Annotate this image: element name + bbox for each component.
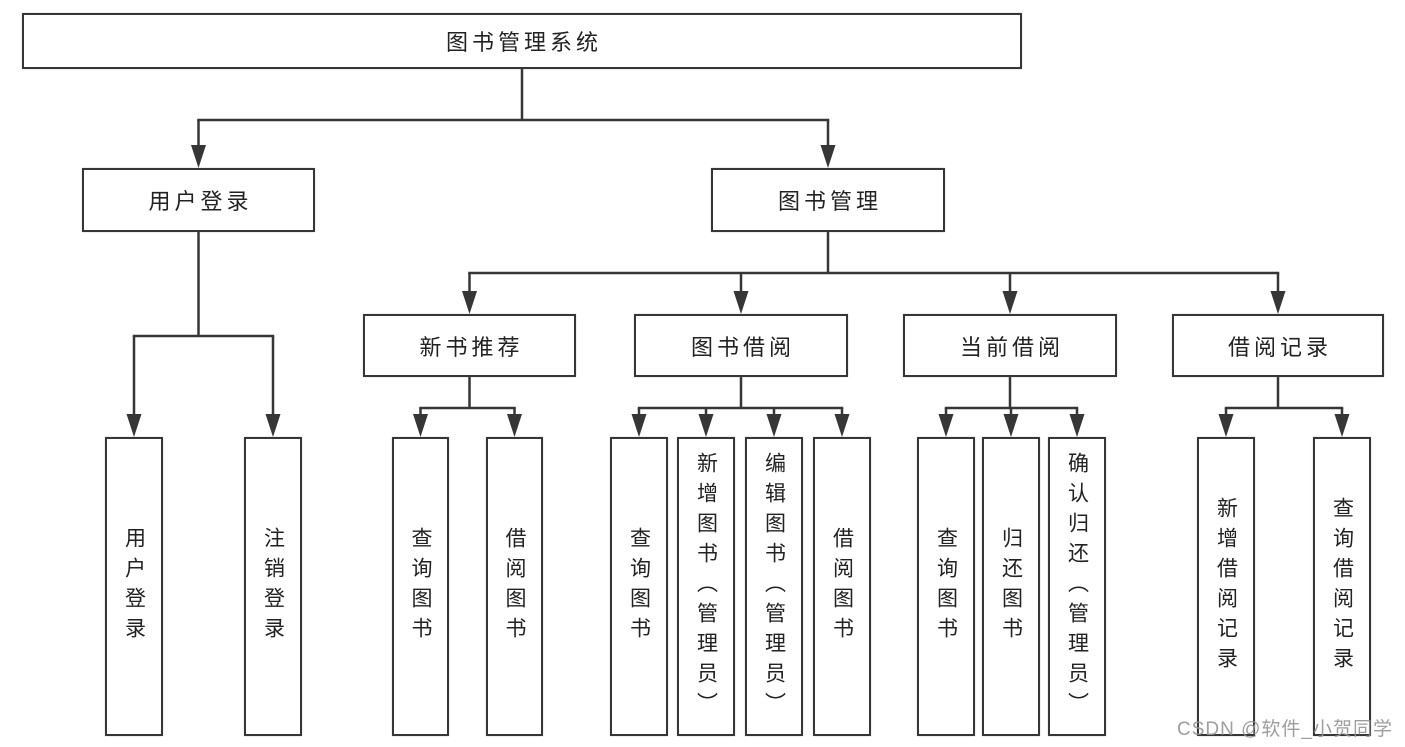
leaf-user-login: 用户登录 (105, 437, 163, 736)
leaf-query-book-current: 查询图书 (917, 437, 975, 736)
node-user-login: 用户登录 (82, 168, 315, 232)
leaf-query-book-recommend: 查询图书 (392, 437, 449, 736)
node-book-borrow: 图书借阅 (634, 314, 848, 377)
leaf-query-borrow-record: 查询借阅记录 (1313, 437, 1371, 736)
leaf-add-borrow-record: 新增借阅记录 (1197, 437, 1255, 736)
node-library-management-system: 图书管理系统 (22, 13, 1022, 69)
node-book-management: 图书管理 (711, 168, 945, 232)
leaf-return-book: 归还图书 (982, 437, 1040, 736)
leaf-edit-book-admin: 编辑图书（管理员） (745, 437, 803, 736)
node-new-book-recommend: 新书推荐 (363, 314, 576, 377)
leaf-borrow-book: 借阅图书 (813, 437, 871, 736)
node-current-borrow: 当前借阅 (903, 314, 1117, 377)
node-borrow-records: 借阅记录 (1172, 314, 1384, 377)
leaf-query-book-borrow: 查询图书 (610, 437, 668, 736)
csdn-watermark: CSDN @软件_小贺同学 (1177, 719, 1393, 740)
leaf-confirm-return-admin: 确认归还（管理员） (1048, 437, 1106, 736)
leaf-add-book-admin: 新增图书（管理员） (677, 437, 735, 736)
leaf-logout: 注销登录 (244, 437, 302, 736)
leaf-borrow-book-recommend: 借阅图书 (486, 437, 543, 736)
